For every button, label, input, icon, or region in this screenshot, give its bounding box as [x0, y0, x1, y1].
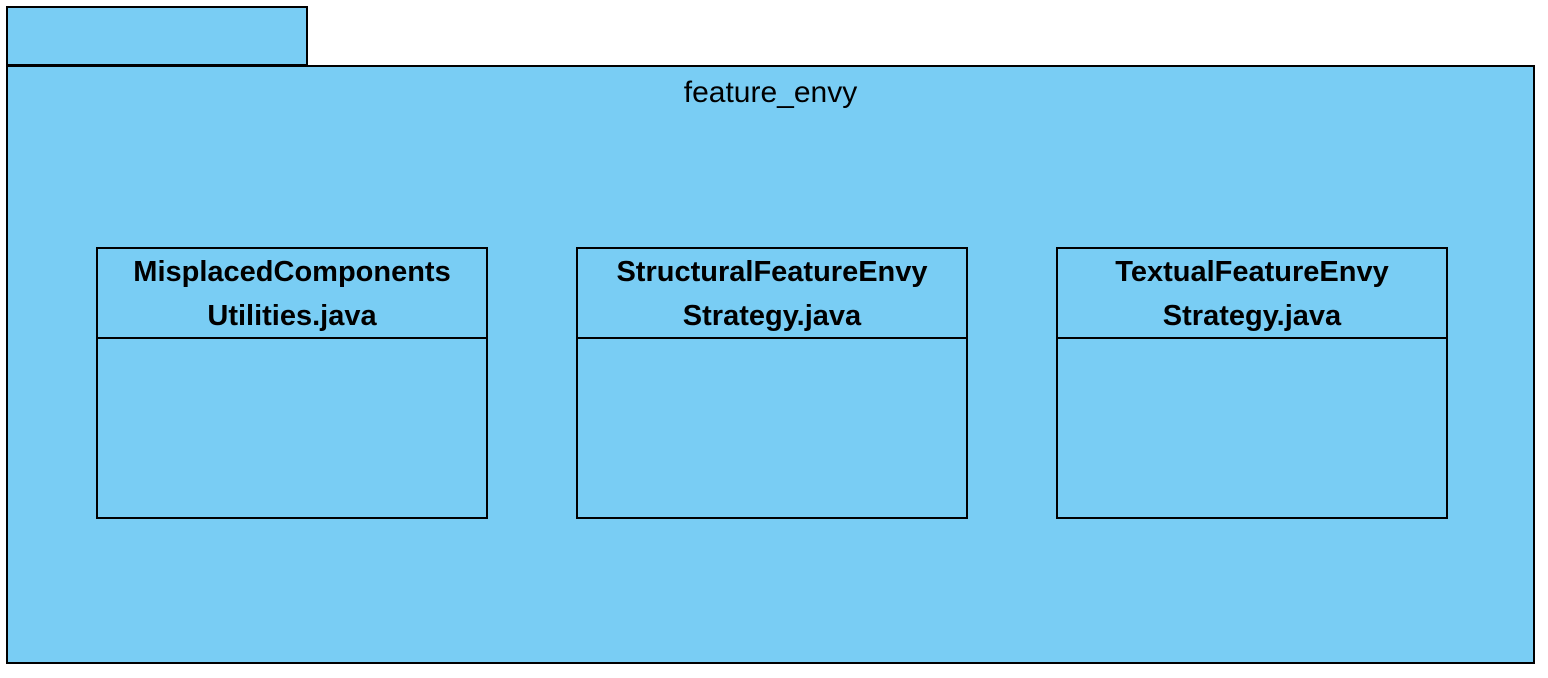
class-header: TextualFeatureEnvy Strategy.java [1058, 249, 1446, 339]
class-name-line1: StructuralFeatureEnvy [616, 256, 928, 288]
class-body [98, 339, 486, 517]
class-header: StructuralFeatureEnvy Strategy.java [578, 249, 966, 339]
class-body [1058, 339, 1446, 517]
package-tab [6, 6, 308, 66]
class-name-line2: Strategy.java [682, 300, 862, 332]
class-misplaced-components-utilities[interactable]: MisplacedComponents Utilities.java [96, 247, 488, 519]
class-name-line1: TextualFeatureEnvy [1115, 256, 1389, 288]
class-name-line2: Strategy.java [1162, 300, 1342, 332]
class-name-line2: Utilities.java [207, 300, 377, 332]
package-name: feature_envy [683, 76, 858, 109]
class-name-line1: MisplacedComponents [133, 256, 451, 288]
class-body [578, 339, 966, 517]
package-feature-envy[interactable]: feature_envy MisplacedComponents Utiliti… [6, 65, 1535, 664]
class-structural-feature-envy-strategy[interactable]: StructuralFeatureEnvy Strategy.java [576, 247, 968, 519]
class-textual-feature-envy-strategy[interactable]: TextualFeatureEnvy Strategy.java [1056, 247, 1448, 519]
class-header: MisplacedComponents Utilities.java [98, 249, 486, 339]
